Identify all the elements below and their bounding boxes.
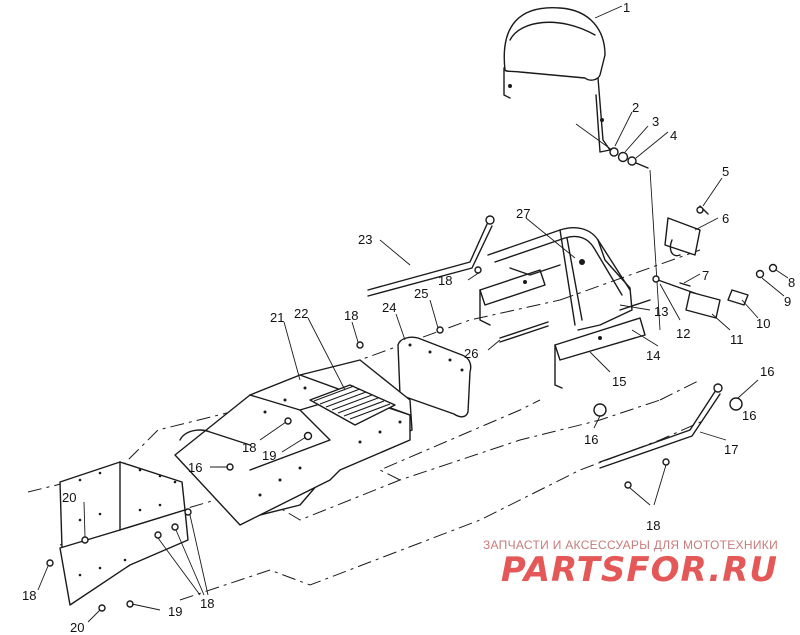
callout-13: 13: [654, 304, 668, 319]
callout-18-a: 18: [438, 273, 452, 288]
callout-15: 15: [612, 374, 626, 389]
callout-1: 1: [623, 0, 630, 15]
support-rod-part-17: [593, 383, 743, 469]
callout-18-b: 18: [344, 308, 358, 323]
backrest-part-1: [503, 7, 611, 153]
callout-labels: 1 2 3 4 5 6 7 8 9 10 11 12 13 14 15 16 1…: [22, 0, 795, 635]
watermark-caption: ЗАПЧАСТИ И АКСЕССУАРЫ ДЛЯ МОТОТЕХНИКИ: [482, 538, 778, 552]
rear-flap-part-20: [46, 461, 192, 612]
tread-grid-part-22: [309, 384, 396, 426]
callout-25: 25: [414, 286, 428, 301]
callout-18-f: 18: [22, 588, 36, 603]
callout-19-a: 19: [262, 448, 276, 463]
callout-3: 3: [652, 114, 659, 129]
hardware-parts-7-12: [652, 263, 778, 319]
leader-lines: [37, 5, 789, 623]
pin-part-26: [499, 321, 549, 343]
callout-21: 21: [270, 310, 284, 325]
watermark-logo: PARTSFOR.RU: [500, 550, 778, 590]
callout-2: 2: [632, 100, 639, 115]
callout-23: 23: [358, 232, 372, 247]
callout-6: 6: [722, 211, 729, 226]
callout-22: 22: [294, 306, 308, 321]
footrest-tray-parts-21-22: [174, 359, 413, 526]
callout-19-b: 19: [168, 604, 182, 619]
callout-4: 4: [670, 128, 677, 143]
site-watermark: ЗАПЧАСТИ И АКСЕССУАРЫ ДЛЯ МОТОТЕХНИКИ PA…: [483, 538, 778, 590]
callout-18-d: 18: [646, 518, 660, 533]
callout-16-b: 16: [584, 432, 598, 447]
callout-8: 8: [788, 275, 795, 290]
callout-7: 7: [702, 268, 709, 283]
callout-18-e: 18: [200, 596, 214, 611]
callout-10: 10: [756, 316, 770, 331]
callout-14: 14: [646, 348, 660, 363]
callout-27: 27: [516, 206, 530, 221]
callout-18-c: 18: [242, 440, 256, 455]
callout-20-a: 20: [62, 490, 76, 505]
callout-16-c: 16: [188, 460, 202, 475]
rack-frame-part-27: [479, 227, 651, 389]
callout-26: 26: [464, 346, 478, 361]
callout-16-a: 16: [760, 364, 774, 379]
callout-20-b: 20: [70, 620, 84, 635]
callout-11: 11: [730, 332, 744, 347]
washers-bolt-parts-2-3-4: [575, 123, 661, 331]
support-rod-part-23: [367, 215, 495, 297]
side-plate-part-24: [397, 336, 472, 418]
callout-12: 12: [676, 326, 690, 341]
mount-bracket-parts-5-6: [664, 205, 709, 257]
callout-16-d: 16: [742, 408, 756, 423]
callout-9: 9: [784, 294, 791, 309]
callout-17: 17: [724, 442, 738, 457]
callout-24: 24: [382, 300, 396, 315]
callout-5: 5: [722, 164, 729, 179]
